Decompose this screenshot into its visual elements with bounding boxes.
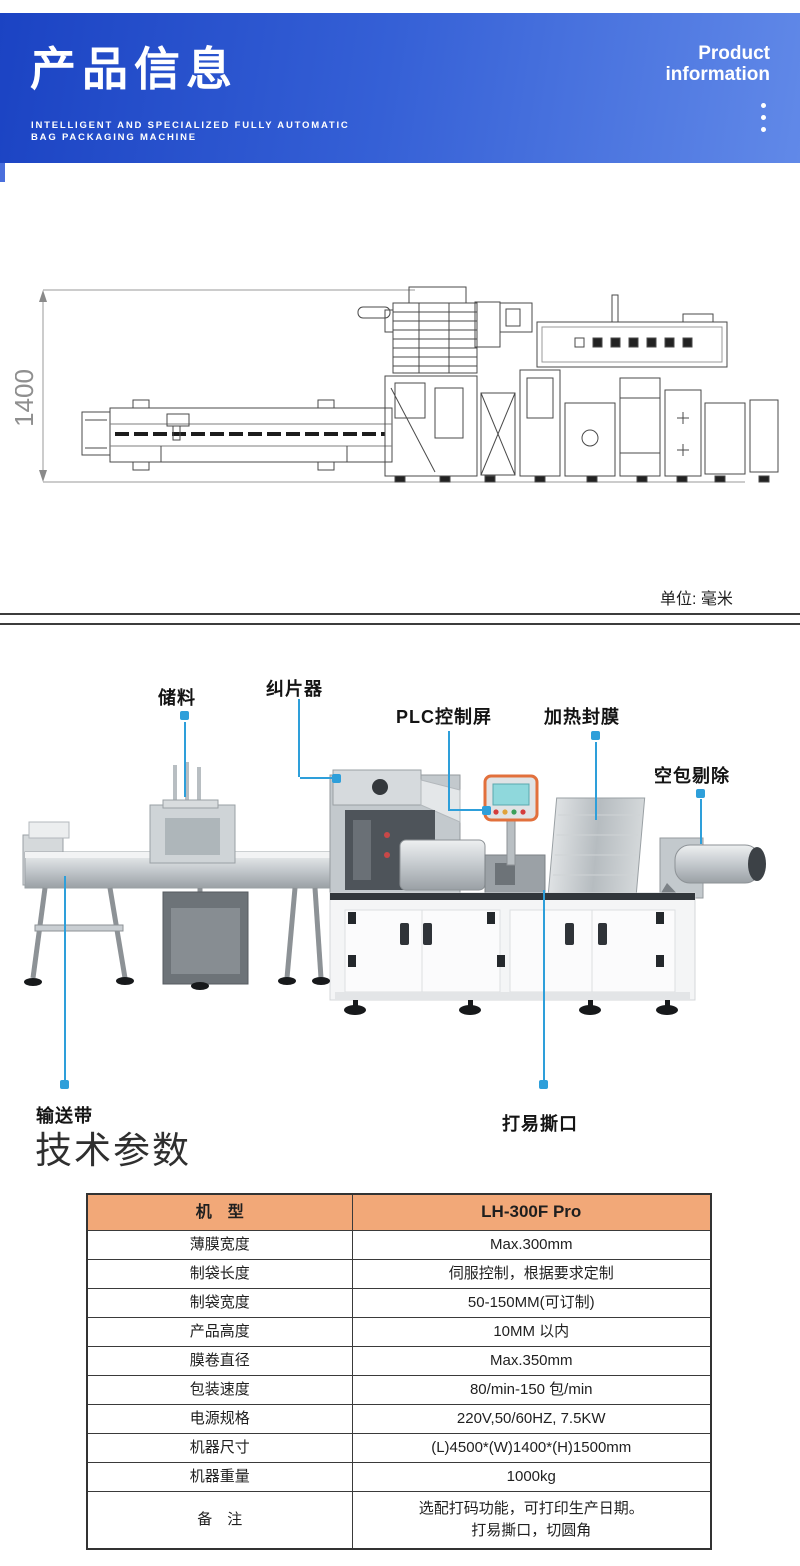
callout-label-tear-notch: 打易撕口 xyxy=(502,1114,578,1134)
hero-left-tab xyxy=(0,163,5,182)
spec-value: 选配打码功能，可打印生产日期。 打易撕口，切圆角 xyxy=(351,1491,712,1550)
table-row: 制袋宽度 50-150MM(可订制) xyxy=(86,1288,712,1318)
spec-label: 电源规格 xyxy=(86,1404,353,1434)
callout-dot xyxy=(696,789,705,798)
spec-label: 包装速度 xyxy=(86,1375,353,1405)
vertical-dots-icon xyxy=(761,103,766,139)
callout-label-plc-screen: PLC控制屏 xyxy=(396,707,492,727)
spec-value: 伺服控制，根据要求定制 xyxy=(351,1259,712,1289)
spec-label: 机器重量 xyxy=(86,1462,353,1492)
callout-dot xyxy=(180,711,189,720)
specs-table: 机 型 LH-300F Pro 薄膜宽度 Max.300mm 制袋长度 伺服控制… xyxy=(86,1193,712,1550)
table-row: 产品高度 10MM 以内 xyxy=(86,1317,712,1347)
hero-banner: 产品信息 INTELLIGENT AND SPECIALIZED FULLY A… xyxy=(0,13,800,163)
table-row: 包装速度 80/min-150 包/min xyxy=(86,1375,712,1405)
spec-label: 产品高度 xyxy=(86,1317,353,1347)
table-row: 备 注 选配打码功能，可打印生产日期。 打易撕口，切圆角 xyxy=(86,1491,712,1550)
table-row: 电源规格 220V,50/60HZ, 7.5KW xyxy=(86,1404,712,1434)
page-title-english: Product information xyxy=(665,43,771,85)
callout-line xyxy=(298,699,300,777)
spec-label: 制袋长度 xyxy=(86,1259,353,1289)
callout-dot xyxy=(482,806,491,815)
table-row: 机器尺寸 (L)4500*(W)1400*(H)1500mm xyxy=(86,1433,712,1463)
spec-value: Max.300mm xyxy=(351,1230,712,1260)
callout-dot xyxy=(332,774,341,783)
spec-label: 机器尺寸 xyxy=(86,1433,353,1463)
callout-dot xyxy=(591,731,600,740)
callout-line xyxy=(543,890,545,1082)
table-row: 机器重量 1000kg xyxy=(86,1462,712,1492)
callout-dot xyxy=(60,1080,69,1089)
spec-label: 备 注 xyxy=(86,1491,353,1550)
spec-value: Max.350mm xyxy=(351,1346,712,1376)
callout-label-heat-sealing: 加热封膜 xyxy=(544,707,620,727)
callout-line xyxy=(300,777,334,779)
dimension-label: 1400 xyxy=(15,369,39,427)
callout-line xyxy=(64,876,66,1082)
callout-label-storage: 储料 xyxy=(158,688,196,708)
spec-label: 薄膜宽度 xyxy=(86,1230,353,1260)
table-row: 薄膜宽度 Max.300mm xyxy=(86,1230,712,1260)
callout-line xyxy=(448,731,450,811)
table-header-row: 机 型 LH-300F Pro xyxy=(86,1193,712,1231)
callout-line xyxy=(700,799,702,844)
callout-line xyxy=(595,742,597,820)
spec-value: (L)4500*(W)1400*(H)1500mm xyxy=(351,1433,712,1463)
spec-value: LH-300F Pro xyxy=(351,1193,712,1231)
callout-dot xyxy=(539,1080,548,1089)
specs-section-title: 技术参数 xyxy=(35,1130,191,1171)
callout-line xyxy=(448,809,484,811)
page-title: 产品信息 xyxy=(30,43,238,95)
table-row: 膜卷直径 Max.350mm xyxy=(86,1346,712,1376)
callout-label-film-corrector: 纠片器 xyxy=(266,679,323,699)
section-divider xyxy=(0,613,800,615)
spec-label: 机 型 xyxy=(86,1193,353,1231)
machine-photo xyxy=(22,762,766,1015)
spec-label: 制袋宽度 xyxy=(86,1288,353,1318)
unit-label: 单位: 毫米 xyxy=(660,591,733,608)
table-row: 制袋长度 伺服控制，根据要求定制 xyxy=(86,1259,712,1289)
page-subtitle: INTELLIGENT AND SPECIALIZED FULLY AUTOMA… xyxy=(31,120,350,143)
spec-label: 膜卷直径 xyxy=(86,1346,353,1376)
callout-label-conveyor: 输送带 xyxy=(36,1106,93,1126)
technical-drawing: 1400 xyxy=(15,286,779,483)
callout-line xyxy=(184,722,186,797)
spec-value: 1000kg xyxy=(351,1462,712,1492)
spec-value: 80/min-150 包/min xyxy=(351,1375,712,1405)
spec-value: 50-150MM(可订制) xyxy=(351,1288,712,1318)
spec-value: 10MM 以内 xyxy=(351,1317,712,1347)
callout-label-empty-bag-rejection: 空包剔除 xyxy=(654,766,730,786)
section-divider xyxy=(0,623,800,625)
spec-value: 220V,50/60HZ, 7.5KW xyxy=(351,1404,712,1434)
